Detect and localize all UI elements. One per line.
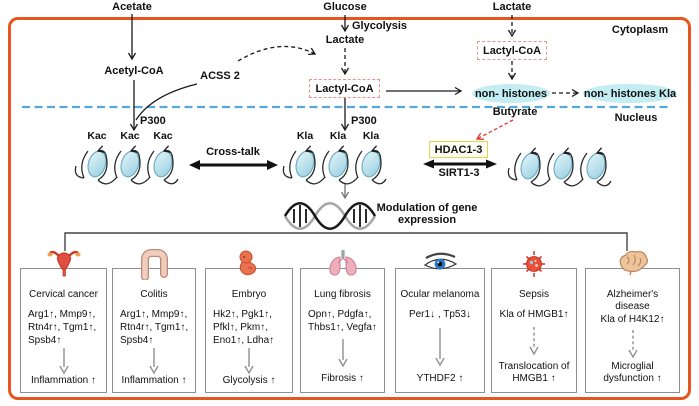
kac-label: Kac bbox=[87, 130, 107, 142]
panel-cervical-cancer: Cervical cancer Arg1↑, Mmp9↑, Rtn4r↑, Tg… bbox=[20, 250, 107, 393]
cross-talk-label: Cross-talk bbox=[206, 146, 260, 158]
panel-title: Sepsis bbox=[518, 289, 549, 300]
lactate-mid-label: Lactate bbox=[325, 34, 365, 46]
kac-label: Kac bbox=[120, 130, 140, 142]
panel-embryo: Embryo Hk2↑, Pgk1↑, Pfkl↑, Pkm↑, Eno1↑, … bbox=[205, 250, 293, 393]
non-histones-kla-label: non- histones Kla bbox=[583, 84, 677, 103]
sepsis-icon bbox=[523, 251, 545, 277]
panel-outcome: Glycolysis ↑ bbox=[222, 374, 276, 386]
kac-label: Kac bbox=[153, 130, 173, 142]
kla-label: Kla bbox=[296, 130, 314, 142]
lactyl-coa-mid-box: Lactyl-CoA bbox=[309, 79, 380, 98]
acetyl-coa-label: Acetyl-CoA bbox=[104, 65, 164, 77]
acss2-label: ACSS 2 bbox=[200, 70, 240, 82]
down-arrow bbox=[337, 339, 348, 368]
panel-outcome: Fibrosis ↑ bbox=[321, 373, 364, 384]
acetate-label: Acetate bbox=[112, 1, 152, 13]
panel-colitis: Colitis Arg1↑, Mmp9↑, Rtn4r↑, Tgm1↑, Sps… bbox=[112, 249, 196, 393]
panel-title: Embryo bbox=[231, 289, 267, 300]
kla-label: Kla bbox=[362, 130, 380, 142]
panel-sepsis: Sepsis Kla of HMGB1↑ Translocation of HM… bbox=[491, 251, 577, 393]
down-dashed-arrow bbox=[627, 329, 638, 358]
nucleus-label: Nucleus bbox=[614, 112, 658, 124]
panel-genes: Hk2↑, Pgk1↑, Pfkl↑, Pkm↑, Eno1↑, Ldha↑ bbox=[213, 308, 275, 346]
panel-outcome: Inflammation ↑ bbox=[30, 374, 97, 386]
hdac-box: HDAC1-3 bbox=[429, 141, 488, 158]
figure-border bbox=[8, 17, 691, 400]
panel-outcome: Translocation of HMGB1 ↑ bbox=[498, 361, 570, 384]
down-arrow bbox=[244, 347, 254, 374]
panel-genes: Arg1↑, Mmp9↑, Rtn4r↑, Tgm1↑, Spsb4↑ bbox=[28, 308, 97, 346]
uterus-icon bbox=[46, 250, 81, 277]
sirt-label: SIRT1-3 bbox=[438, 167, 480, 179]
down-arrow bbox=[149, 347, 159, 374]
panel-title: Ocular melanoma bbox=[400, 289, 480, 300]
brain-icon bbox=[619, 250, 648, 276]
down-arrow bbox=[435, 327, 445, 367]
panel-title: Cervical cancer bbox=[29, 289, 98, 300]
lactyl-coa-right-box: Lactyl-CoA bbox=[477, 41, 547, 60]
panel-alzheimers: Alzheimer's disease Kla of H4K12↑ Microg… bbox=[585, 250, 680, 393]
panel-outcome: Inflammation ↑ bbox=[121, 374, 187, 386]
panel-outcome: Microglial dysfunction ↑ bbox=[603, 361, 662, 384]
panel-genes: Per1↓ , Tp53↓ bbox=[408, 308, 472, 320]
kla-label: Kla bbox=[329, 130, 347, 142]
panel-title: Alzheimer's disease bbox=[606, 289, 659, 312]
panel-genes: Kla of H4K12↑ bbox=[600, 314, 665, 325]
colon-icon bbox=[141, 249, 168, 280]
down-arrow bbox=[58, 347, 69, 374]
panel-genes: Kla of HMGB1↑ bbox=[499, 308, 569, 320]
non-histones-label: non- histones bbox=[472, 84, 550, 103]
cytoplasm-label: Cytoplasm bbox=[611, 24, 669, 36]
fetus-icon bbox=[239, 250, 257, 276]
lactate-top-label: Lactate bbox=[492, 1, 532, 13]
p300-left-label: P300 bbox=[140, 115, 166, 127]
panel-ocular-melanoma: Ocular melanoma Per1↓ , Tp53↓ YTHDF2 ↑ bbox=[395, 252, 485, 393]
glucose-label: Glucose bbox=[323, 1, 367, 13]
modulation-label: Modulation of gene expression bbox=[376, 202, 478, 227]
lungs-icon bbox=[328, 250, 357, 276]
panel-outcome: YTHDF2 ↑ bbox=[416, 373, 464, 384]
panel-title: Lung fibrosis bbox=[314, 289, 371, 300]
eye-icon bbox=[423, 252, 458, 270]
p300-mid-label: P300 bbox=[351, 115, 377, 127]
down-dashed-arrow bbox=[529, 326, 539, 356]
panel-genes: Arg1↑, Mmp9↑, Rtn4r↑, Tgm1↑, Spsb4↑ bbox=[120, 308, 189, 346]
butyrate-label: Butyrate bbox=[492, 106, 538, 118]
panel-genes: Opn↑, Pdgfa↑, Thbs1↑, Vegfa↑ bbox=[308, 308, 377, 333]
panel-lung-fibrosis: Lung fibrosis Opn↑, Pdgfa↑, Thbs1↑, Vegf… bbox=[300, 250, 385, 393]
panel-title: Colitis bbox=[140, 289, 168, 300]
glycolysis-label: Glycolysis bbox=[352, 20, 408, 32]
